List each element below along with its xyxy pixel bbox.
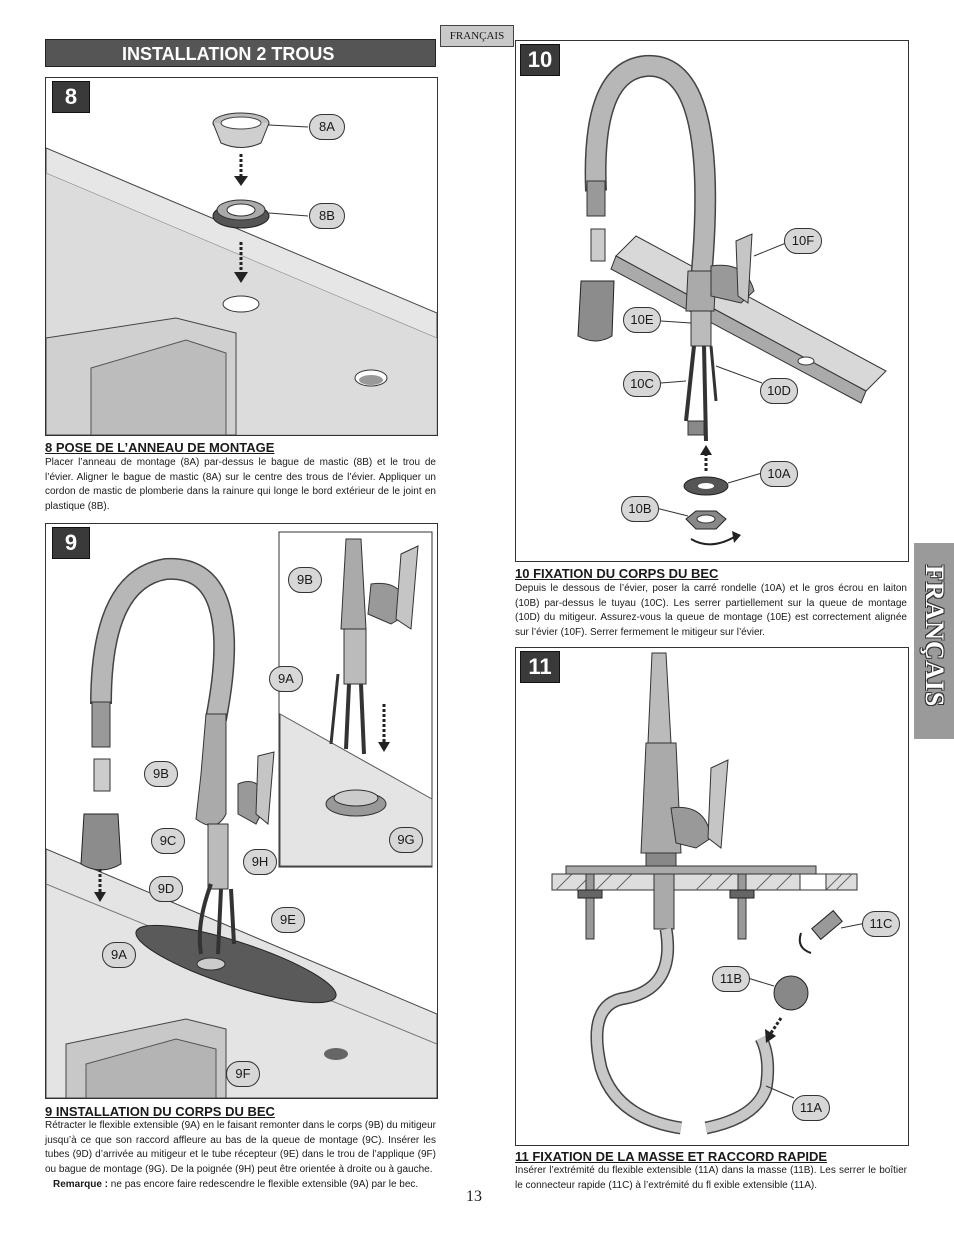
step9-title: 9 INSTALLATION DU CORPS DU BEC bbox=[45, 1104, 275, 1119]
callout-inset-9a: 9A bbox=[269, 666, 303, 692]
callout-9d: 9D bbox=[149, 876, 183, 902]
step11-title: 11 FIXATION DE LA MASSE ET RACCORD RAPID… bbox=[515, 1149, 828, 1164]
step10-figure: 10 10F 10E 10C 10D 10A 10B bbox=[515, 40, 909, 562]
step9-illustration bbox=[46, 531, 437, 1098]
step11-figure: 11 11C 11B 11A bbox=[515, 647, 909, 1146]
callout-inset-9b: 9B bbox=[288, 567, 322, 593]
language-tag: FRANÇAIS bbox=[440, 25, 514, 47]
section-title: INSTALLATION 2 TROUS bbox=[45, 39, 436, 67]
callout-10b: 10B bbox=[621, 496, 659, 522]
callout-9e: 9E bbox=[271, 907, 305, 933]
step9-text: Rétracter le flexible extensible (9A) en… bbox=[45, 1120, 436, 1175]
step8-badge: 8 bbox=[52, 81, 90, 113]
step8-text: Placer l’anneau de montage (8A) par-dess… bbox=[45, 457, 436, 512]
step8-illustration bbox=[46, 112, 437, 435]
callout-10c: 10C bbox=[623, 371, 661, 397]
callout-11c: 11C bbox=[862, 911, 900, 937]
callout-9f: 9F bbox=[226, 1061, 260, 1087]
step8-figure: 8 8A 8B bbox=[45, 77, 438, 436]
callout-9c: 9C bbox=[151, 828, 185, 854]
step11-badge: 11 bbox=[520, 651, 560, 683]
step9-figure: 9 9B 9C 9H 9D 9E 9A 9F 9B 9A 9G bbox=[45, 523, 438, 1099]
step9-remark: Remarque : ne pas encore faire redescend… bbox=[53, 1178, 436, 1193]
callout-11a: 11A bbox=[792, 1095, 830, 1121]
page-number: 13 bbox=[466, 1188, 482, 1205]
callout-10d: 10D bbox=[760, 378, 798, 404]
step10-text: Depuis le dessous de l’évier, poser la c… bbox=[515, 583, 907, 638]
callout-8a: 8A bbox=[309, 114, 345, 140]
callout-10e: 10E bbox=[623, 307, 661, 333]
step8-title: 8 POSE DE L’ANNEAU DE MONTAGE bbox=[45, 440, 275, 455]
side-tab-label: FRANÇAIS bbox=[920, 564, 949, 708]
callout-10a: 10A bbox=[760, 461, 798, 487]
callout-8b: 8B bbox=[309, 203, 345, 229]
remark-label: Remarque : bbox=[53, 1179, 109, 1190]
step9-badge: 9 bbox=[52, 527, 90, 559]
step11-illustration bbox=[551, 652, 867, 1135]
callout-9a: 9A bbox=[102, 942, 136, 968]
callout-11b: 11B bbox=[712, 966, 750, 992]
language-side-tab: FRANÇAIS bbox=[914, 543, 954, 739]
callout-inset-9g: 9G bbox=[389, 827, 423, 853]
callout-9b: 9B bbox=[144, 761, 178, 787]
remark-text: ne pas encore faire redescendre le flexi… bbox=[110, 1179, 419, 1190]
step10-illustration bbox=[577, 54, 887, 546]
callout-9h: 9H bbox=[243, 849, 277, 875]
step10-badge: 10 bbox=[520, 44, 560, 76]
step10-title: 10 FIXATION DU CORPS DU BEC bbox=[515, 566, 719, 581]
callout-10f: 10F bbox=[784, 228, 822, 254]
step11-text: Insérer l’extrémité du flexible extensib… bbox=[515, 1165, 907, 1191]
